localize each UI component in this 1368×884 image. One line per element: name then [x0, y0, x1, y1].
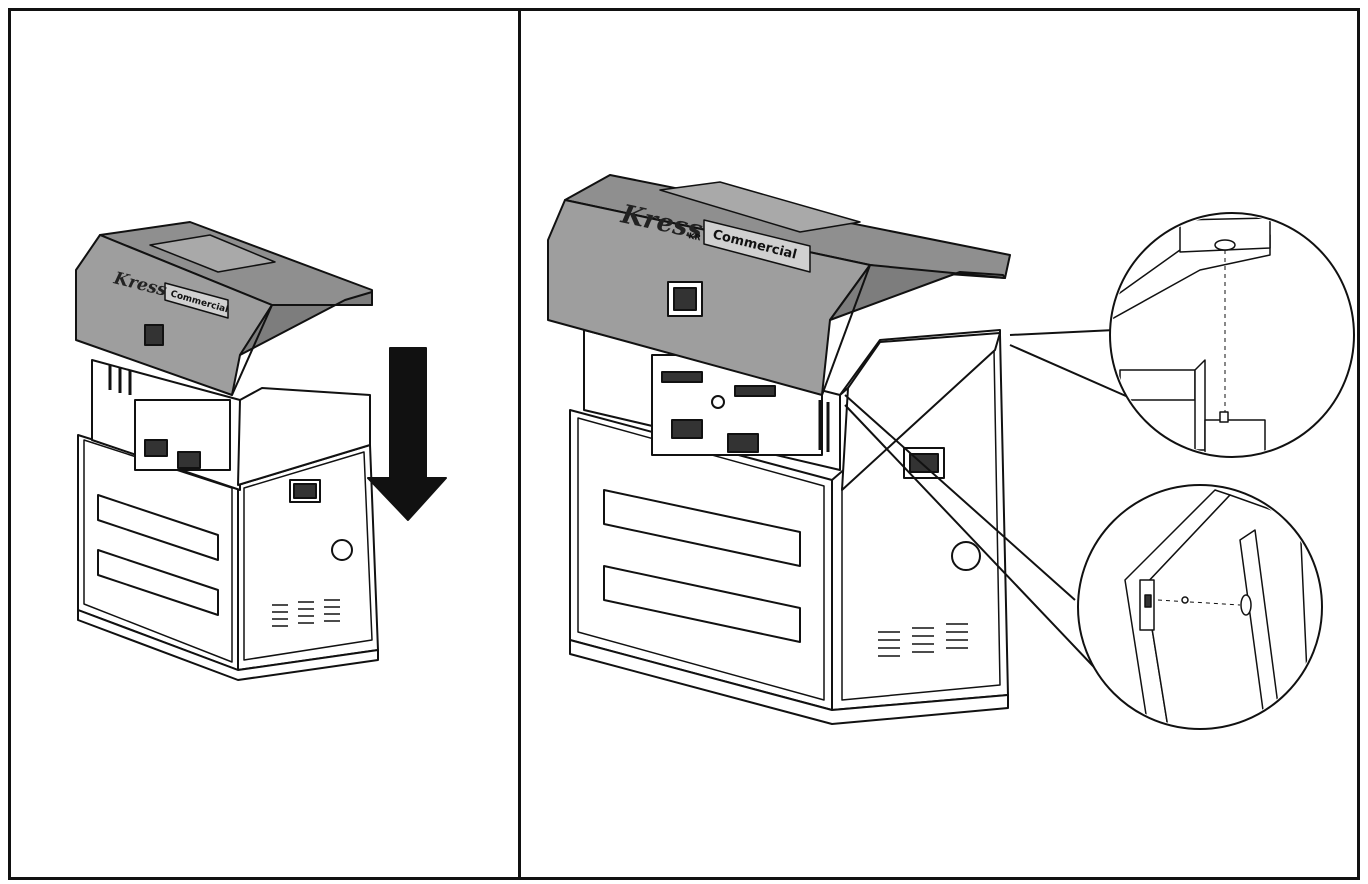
right-brand-mark: KR: [688, 231, 702, 242]
left-lid-handle: [144, 324, 164, 346]
right-cabinet-body: [569, 334, 1009, 725]
right-lid: [547, 174, 1011, 396]
left-cabinet-body: [77, 434, 379, 681]
magnifier-callout-icon: [1109, 212, 1355, 458]
right-panel: Kress KR Commercial: [547, 174, 1355, 730]
right-power-socket: [951, 541, 981, 571]
left-power-socket: [331, 539, 353, 561]
callout-leaders: [844, 329, 1136, 706]
left-panel: Kress Commercial: [75, 221, 447, 681]
panel-divider: [518, 8, 521, 880]
left-slot-2: [97, 549, 219, 616]
left-interior: [91, 359, 241, 491]
left-lid: [75, 221, 373, 396]
left-slot-1: [97, 494, 219, 561]
right-vents: [878, 623, 968, 657]
right-slot-1: [603, 489, 801, 567]
magnifier-callout-icon-2: [1077, 484, 1323, 730]
right-slot-2: [603, 565, 801, 643]
left-vents: [272, 599, 340, 627]
down-arrow-icon: [367, 347, 447, 521]
